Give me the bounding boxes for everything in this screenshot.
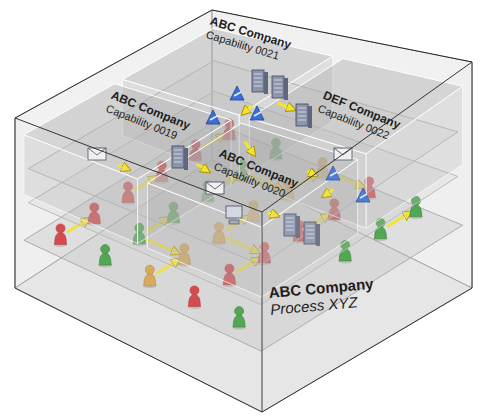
process-label: ABC CompanyProcess XYZ (268, 275, 376, 319)
flow-arrow (197, 164, 207, 171)
application-stripe (254, 112, 261, 116)
server-icon (296, 104, 312, 128)
server-slot (174, 154, 182, 155)
application-icon (230, 86, 244, 100)
server-side (284, 78, 288, 100)
server-slot (298, 108, 306, 109)
front-glass (262, 62, 472, 412)
server-slot (298, 112, 306, 113)
server-slot (274, 88, 282, 89)
server-body (272, 76, 284, 98)
server-icon (252, 70, 268, 94)
server-slot (274, 84, 282, 85)
server-slot (254, 74, 262, 75)
application-icon (250, 106, 264, 120)
server-slot (274, 92, 282, 93)
server-icon (272, 76, 288, 100)
flow-arrow (244, 105, 252, 112)
application-stripe (210, 116, 217, 120)
envelope-flap (206, 182, 224, 189)
flow-arrow (307, 171, 314, 174)
capability-box: ABC CompanyCapability 0019 (100, 86, 196, 149)
server-slot (254, 78, 262, 79)
application-shape (230, 86, 244, 100)
server-slot (254, 82, 262, 83)
application-shape (206, 110, 220, 124)
flow-arrow (245, 141, 254, 153)
server-body (252, 70, 264, 92)
server-slot (174, 158, 182, 159)
flow-arrow (277, 103, 292, 109)
server-slot (174, 162, 182, 163)
capability-box: ABC CompanyCapability 0021 (201, 12, 297, 68)
capability-box: ABC CompanyCapability 0020 (208, 144, 304, 207)
server-slot (174, 150, 182, 151)
server-slot (274, 80, 282, 81)
server-body (172, 146, 184, 168)
server-slot (298, 116, 306, 117)
server-side (184, 148, 188, 170)
server-side (308, 106, 312, 128)
application-stripe (234, 92, 241, 96)
server-slot (298, 120, 306, 121)
box-edges (15, 10, 472, 412)
capability-box: DEF CompanyCapability 0022 (312, 86, 406, 148)
application-shape (250, 106, 264, 120)
server-side (264, 72, 268, 94)
application-icon (206, 110, 220, 124)
server-icon (172, 146, 188, 170)
server-body (296, 104, 308, 126)
server-slot (254, 86, 262, 87)
